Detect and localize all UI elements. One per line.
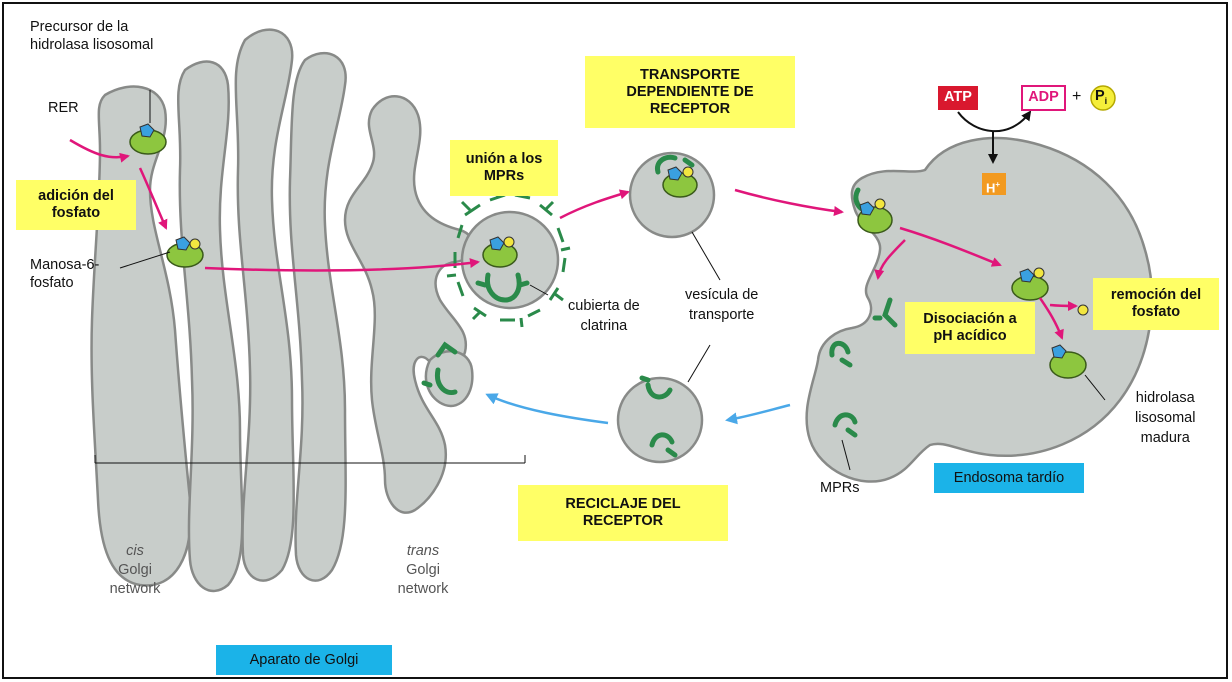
label-reciclaje: RECICLAJE DEL RECEPTOR bbox=[518, 485, 728, 541]
label-adp: ADP bbox=[1022, 89, 1065, 106]
label-trans-network: network bbox=[391, 581, 455, 598]
label-manosa: Manosa-6- fosfato bbox=[30, 256, 99, 292]
label-pi-sub: i bbox=[1105, 96, 1108, 106]
label-mprs: MPRs bbox=[820, 480, 859, 497]
trans-bud bbox=[426, 351, 472, 406]
label-hidrolasa: hidrolasa lisosomal madura bbox=[1135, 388, 1195, 448]
label-atp: ATP bbox=[938, 89, 978, 106]
middle-cisterna-2 bbox=[236, 30, 294, 581]
label-h-sup: + bbox=[995, 180, 1000, 189]
label-rer: RER bbox=[48, 100, 79, 117]
label-cis-network: network bbox=[103, 581, 167, 598]
label-pi-main: P bbox=[1095, 88, 1105, 104]
cis-cisterna bbox=[92, 87, 191, 586]
golgi-cisternae bbox=[92, 30, 473, 591]
label-endosoma: Endosoma tardío bbox=[934, 463, 1084, 493]
label-precursor: Precursor de la hidrolasa lisosomal bbox=[30, 18, 153, 54]
label-pi: Pi bbox=[1095, 88, 1107, 110]
label-trans-golgi: Golgi bbox=[398, 562, 448, 579]
label-vesicula: vesícula de transporte bbox=[685, 285, 758, 325]
recycle-vesicle bbox=[618, 378, 702, 462]
label-h-main: H bbox=[986, 180, 995, 195]
label-transporte: TRANSPORTE DEPENDIENTE DE RECEPTOR bbox=[585, 56, 795, 128]
label-plus: + bbox=[1072, 88, 1081, 105]
label-disociacion: Disociación a pH acídico bbox=[905, 302, 1035, 354]
middle-cisterna-3 bbox=[290, 53, 346, 581]
label-h: H+ bbox=[986, 176, 1000, 196]
label-adicion: adición del fosfato bbox=[16, 180, 136, 230]
label-remocion: remoción del fosfato bbox=[1093, 278, 1219, 330]
label-trans-italic: trans bbox=[398, 543, 448, 560]
label-aparato: Aparato de Golgi bbox=[216, 645, 392, 675]
label-union: unión a los MPRs bbox=[450, 140, 558, 196]
label-cis-golgi: Golgi bbox=[115, 562, 155, 579]
label-cis-italic: cis bbox=[115, 543, 155, 560]
label-cubierta: cubierta de clatrina bbox=[568, 296, 640, 336]
